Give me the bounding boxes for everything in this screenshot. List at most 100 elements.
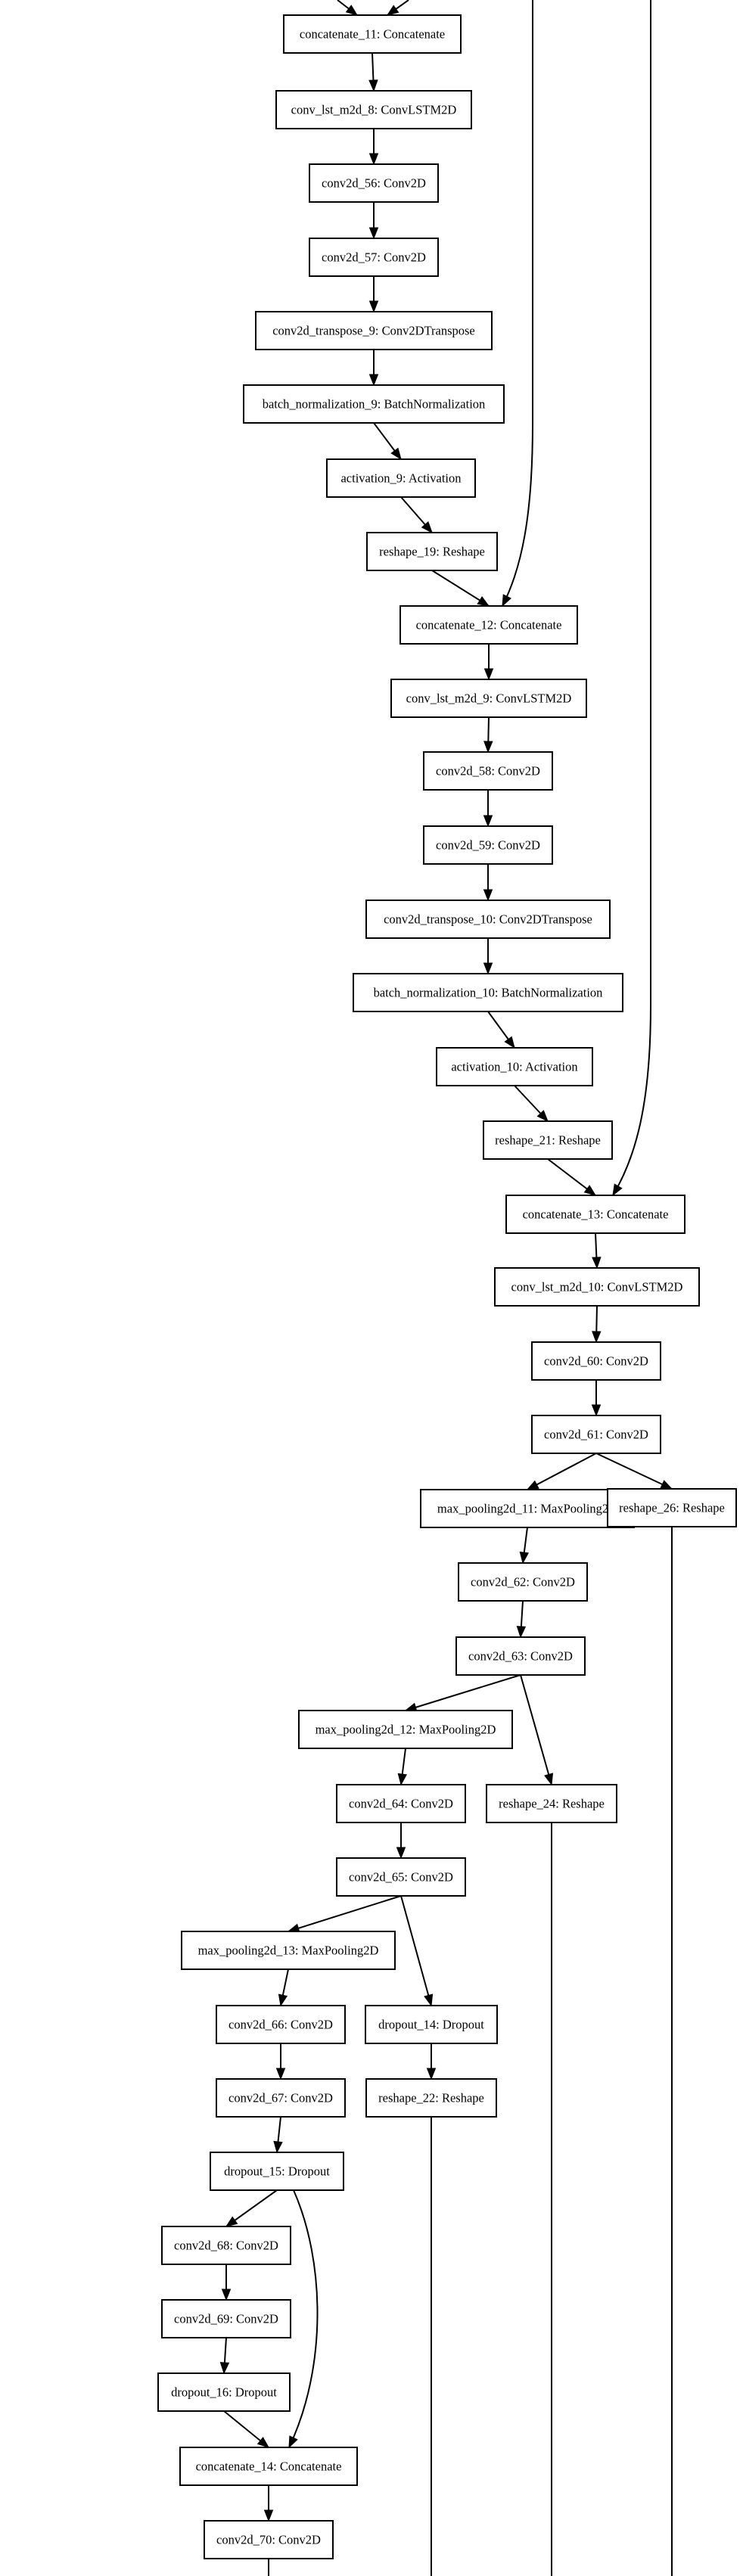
node-conv2d_57: conv2d_57: Conv2D (309, 238, 439, 277)
node-label: activation_9: Activation (340, 471, 461, 486)
node-label: conv2d_60: Conv2D (544, 1354, 648, 1369)
edge-conv_lst_m2d_10-to-conv2d_60-arrowhead (592, 1331, 602, 1344)
node-concatenate_13: concatenate_13: Concatenate (505, 1195, 685, 1234)
edge-reshape_21-to-concatenate_13-arrowhead (583, 1185, 597, 1196)
edge-activation_9-to-reshape_19-arrowhead (421, 520, 433, 534)
node-reshape_19: reshape_19: Reshape (366, 532, 498, 571)
edge-max_pooling2d_13-to-conv2d_66-arrowhead (278, 1993, 288, 2007)
node-box (298, 1710, 513, 1749)
edge-concatenate_14-to-conv2d_70-arrowhead (263, 2509, 274, 2522)
node-label: conv2d_70: Conv2D (216, 2533, 321, 2547)
node-label: dropout_16: Dropout (171, 2385, 277, 2400)
node-box (455, 1636, 586, 1676)
node-reshape_26: reshape_26: Reshape (607, 1488, 737, 1527)
edge-dropout_16-to-concatenate_14-arrowhead (256, 2437, 270, 2448)
node-box (255, 311, 493, 350)
edge-max_pooling2d_11-to-conv2d_62-arrowhead (519, 1551, 530, 1565)
edge-conv2d_transpose_9-to-batch_normalization_9-arrowhead (368, 374, 379, 387)
node-batch_normalization_9: batch_normalization_9: BatchNormalizatio… (243, 384, 505, 424)
edge-conv2d_61-to-max_pooling2d_11 (527, 1453, 597, 1490)
node-box (353, 973, 623, 1012)
edge-external-to-concatenate_12 (502, 0, 533, 607)
node-label: reshape_19: Reshape (379, 545, 485, 559)
edge-activation_10-to-reshape_21-arrowhead (536, 1110, 549, 1122)
node-box (494, 1267, 700, 1307)
edge-dropout_15-to-concatenate_14-arrowhead (288, 2435, 298, 2449)
node-conv_lst_m2d_9: conv_lst_m2d_9: ConvLSTM2D (390, 679, 587, 718)
node-label: conv2d_57: Conv2D (322, 250, 426, 265)
node-label: concatenate_13: Concatenate (523, 1207, 669, 1222)
node-label: concatenate_14: Concatenate (196, 2459, 342, 2474)
node-conv2d_69: conv2d_69: Conv2D (161, 2299, 291, 2338)
node-box (505, 1195, 685, 1234)
edge-conv2d_56-to-conv2d_57-arrowhead (368, 227, 379, 240)
edge-conv2d_transpose_10-to-batch_normalization_10-arrowhead (483, 962, 493, 975)
node-label: conv2d_transpose_9: Conv2DTranspose (272, 324, 475, 338)
edge-dropout_14-to-reshape_22-arrowhead (426, 2068, 437, 2080)
edge-dropout_15-to-concatenate_14 (288, 2189, 319, 2448)
edge-conv2d_61-to-reshape_26-arrowhead (660, 1480, 673, 1490)
node-box (181, 1931, 396, 1970)
node-box (216, 2005, 346, 2044)
node-box (483, 1120, 613, 1160)
node-dropout_16: dropout_16: Dropout (157, 2372, 291, 2412)
node-label: activation_10: Activation (451, 1060, 577, 1074)
edge-conv2d_61-to-reshape_26 (595, 1453, 673, 1490)
node-max_pooling2d_13: max_pooling2d_13: MaxPooling2D (181, 1931, 396, 1970)
edge-dropout_15-to-conv2d_68-arrowhead (225, 2216, 238, 2227)
node-conv_lst_m2d_8: conv_lst_m2d_8: ConvLSTM2D (275, 90, 472, 129)
node-box (436, 1047, 593, 1086)
node-box (423, 825, 553, 865)
node-concatenate_11: concatenate_11: Concatenate (283, 14, 462, 54)
edge-external-to-concatenate_11-b-arrowhead (386, 5, 399, 16)
edge-external-to-concatenate_11-a-arrowhead (345, 5, 359, 16)
node-conv2d_64: conv2d_64: Conv2D (336, 1784, 466, 1823)
node-label: reshape_22: Reshape (378, 2091, 484, 2105)
node-box (326, 458, 476, 498)
node-activation_9: activation_9: Activation (326, 458, 476, 498)
edge-conv2d_57-to-conv2d_transpose_9-arrowhead (368, 300, 379, 313)
edge-conv2d_69-to-dropout_16-arrowhead (219, 2362, 230, 2375)
node-label: conv2d_58: Conv2D (436, 764, 540, 778)
edge-conv2d_65-to-dropout_14 (400, 1895, 432, 2006)
node-conv2d_66: conv2d_66: Conv2D (216, 2005, 346, 2044)
node-box (336, 1857, 466, 1897)
edge-conv2d_68-to-conv2d_69-arrowhead (221, 2289, 232, 2301)
node-label: reshape_24: Reshape (499, 1797, 605, 1811)
edge-conv2d_63-to-reshape_24-arrowhead (544, 1773, 554, 1786)
edge-max_pooling2d_12-to-conv2d_64-arrowhead (397, 1773, 407, 1786)
node-box (204, 2520, 334, 2559)
edge-conv_lst_m2d_9-to-conv2d_58-arrowhead (483, 741, 493, 754)
node-box (399, 605, 578, 645)
node-reshape_22: reshape_22: Reshape (365, 2078, 497, 2118)
edge-conv2d_61-to-max_pooling2d_11-arrowhead (526, 1480, 539, 1490)
edge-conv_lst_m2d_8-to-conv2d_56-arrowhead (368, 153, 379, 166)
node-dropout_14: dropout_14: Dropout (365, 2005, 498, 2044)
node-box (161, 2226, 291, 2265)
node-box (607, 1488, 737, 1527)
node-box (161, 2299, 291, 2338)
edge-reshape_19-to-concatenate_12-arrowhead (477, 596, 490, 607)
edge-conv2d_64-to-conv2d_65-arrowhead (396, 1847, 406, 1860)
node-concatenate_14: concatenate_14: Concatenate (179, 2447, 358, 2486)
node-label: conv2d_63: Conv2D (468, 1649, 573, 1664)
node-label: max_pooling2d_12: MaxPooling2D (316, 1723, 496, 1737)
edge-conv2d_59-to-conv2d_transpose_10-arrowhead (483, 889, 493, 902)
node-label: max_pooling2d_11: MaxPooling2D (437, 1502, 617, 1516)
node-conv2d_60: conv2d_60: Conv2D (531, 1341, 661, 1381)
edge-conv2d_63-to-reshape_24 (520, 1674, 552, 1785)
node-box (283, 14, 462, 54)
node-conv_lst_m2d_10: conv_lst_m2d_10: ConvLSTM2D (494, 1267, 700, 1307)
node-concatenate_12: concatenate_12: Concatenate (399, 605, 578, 645)
node-conv2d_63: conv2d_63: Conv2D (455, 1636, 586, 1676)
node-label: batch_normalization_9: BatchNormalizatio… (263, 397, 486, 412)
node-label: dropout_14: Dropout (378, 2018, 484, 2032)
edge-batch_normalization_10-to-activation_10-arrowhead (504, 1036, 515, 1049)
node-reshape_21: reshape_21: Reshape (483, 1120, 613, 1160)
node-conv2d_56: conv2d_56: Conv2D (309, 163, 439, 203)
node-label: conv2d_67: Conv2D (228, 2091, 333, 2105)
node-box (179, 2447, 358, 2486)
edge-conv2d_65-to-dropout_14-arrowhead (424, 1993, 434, 2007)
node-conv2d_58: conv2d_58: Conv2D (423, 751, 553, 791)
node-reshape_24: reshape_24: Reshape (486, 1784, 617, 1823)
